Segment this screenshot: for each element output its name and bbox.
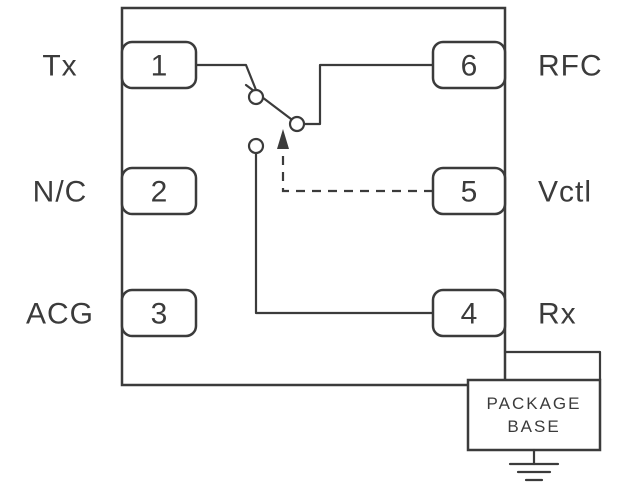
common-contact-node-icon	[288, 115, 306, 133]
pin-1: 1	[120, 40, 198, 90]
pin-label-nc: N/C	[33, 176, 88, 209]
package-base: PACKAGE BASE	[466, 378, 602, 452]
pin-4-number: 4	[461, 298, 478, 331]
rfc-common-wire	[302, 63, 435, 126]
pin-label-rx: Rx	[538, 298, 577, 331]
pin-6: 6	[431, 40, 507, 90]
package-base-box	[466, 378, 602, 452]
pin-5-number: 5	[461, 176, 478, 209]
pin-3: 3	[120, 288, 198, 338]
pin-5: 5	[431, 166, 507, 216]
pin-2-box	[120, 166, 198, 216]
package-base-connection-wire	[503, 350, 602, 382]
pin-3-number: 3	[151, 298, 168, 331]
ground-icon	[508, 448, 560, 482]
package-base-label-line2: BASE	[507, 417, 560, 436]
pin-4: 4	[431, 288, 507, 338]
pin-3-box	[120, 288, 198, 338]
pin-5-box	[431, 166, 507, 216]
pin-6-number: 6	[461, 50, 478, 83]
pin-1-number: 1	[151, 50, 168, 83]
pin-label-acg: ACG	[26, 298, 94, 331]
pin-2-number: 2	[151, 176, 168, 209]
pin-6-box	[431, 40, 507, 90]
rx-throw-wire	[254, 151, 435, 315]
pin-2: 2	[120, 166, 198, 216]
tx-contact-node-icon	[247, 88, 265, 106]
pin-4-box	[431, 288, 507, 338]
pin-label-tx: Tx	[42, 50, 77, 83]
control-arrow-icon	[277, 129, 289, 149]
tx-throw-wire	[194, 63, 258, 92]
pin-label-rfc: RFC	[538, 50, 603, 83]
pin-1-box	[120, 40, 198, 90]
pin-label-vctl: Vctl	[538, 176, 592, 209]
package-base-label-line1: PACKAGE	[487, 394, 582, 413]
rx-contact-node-icon	[247, 137, 265, 155]
vctl-control-dashed-wire	[281, 148, 433, 193]
